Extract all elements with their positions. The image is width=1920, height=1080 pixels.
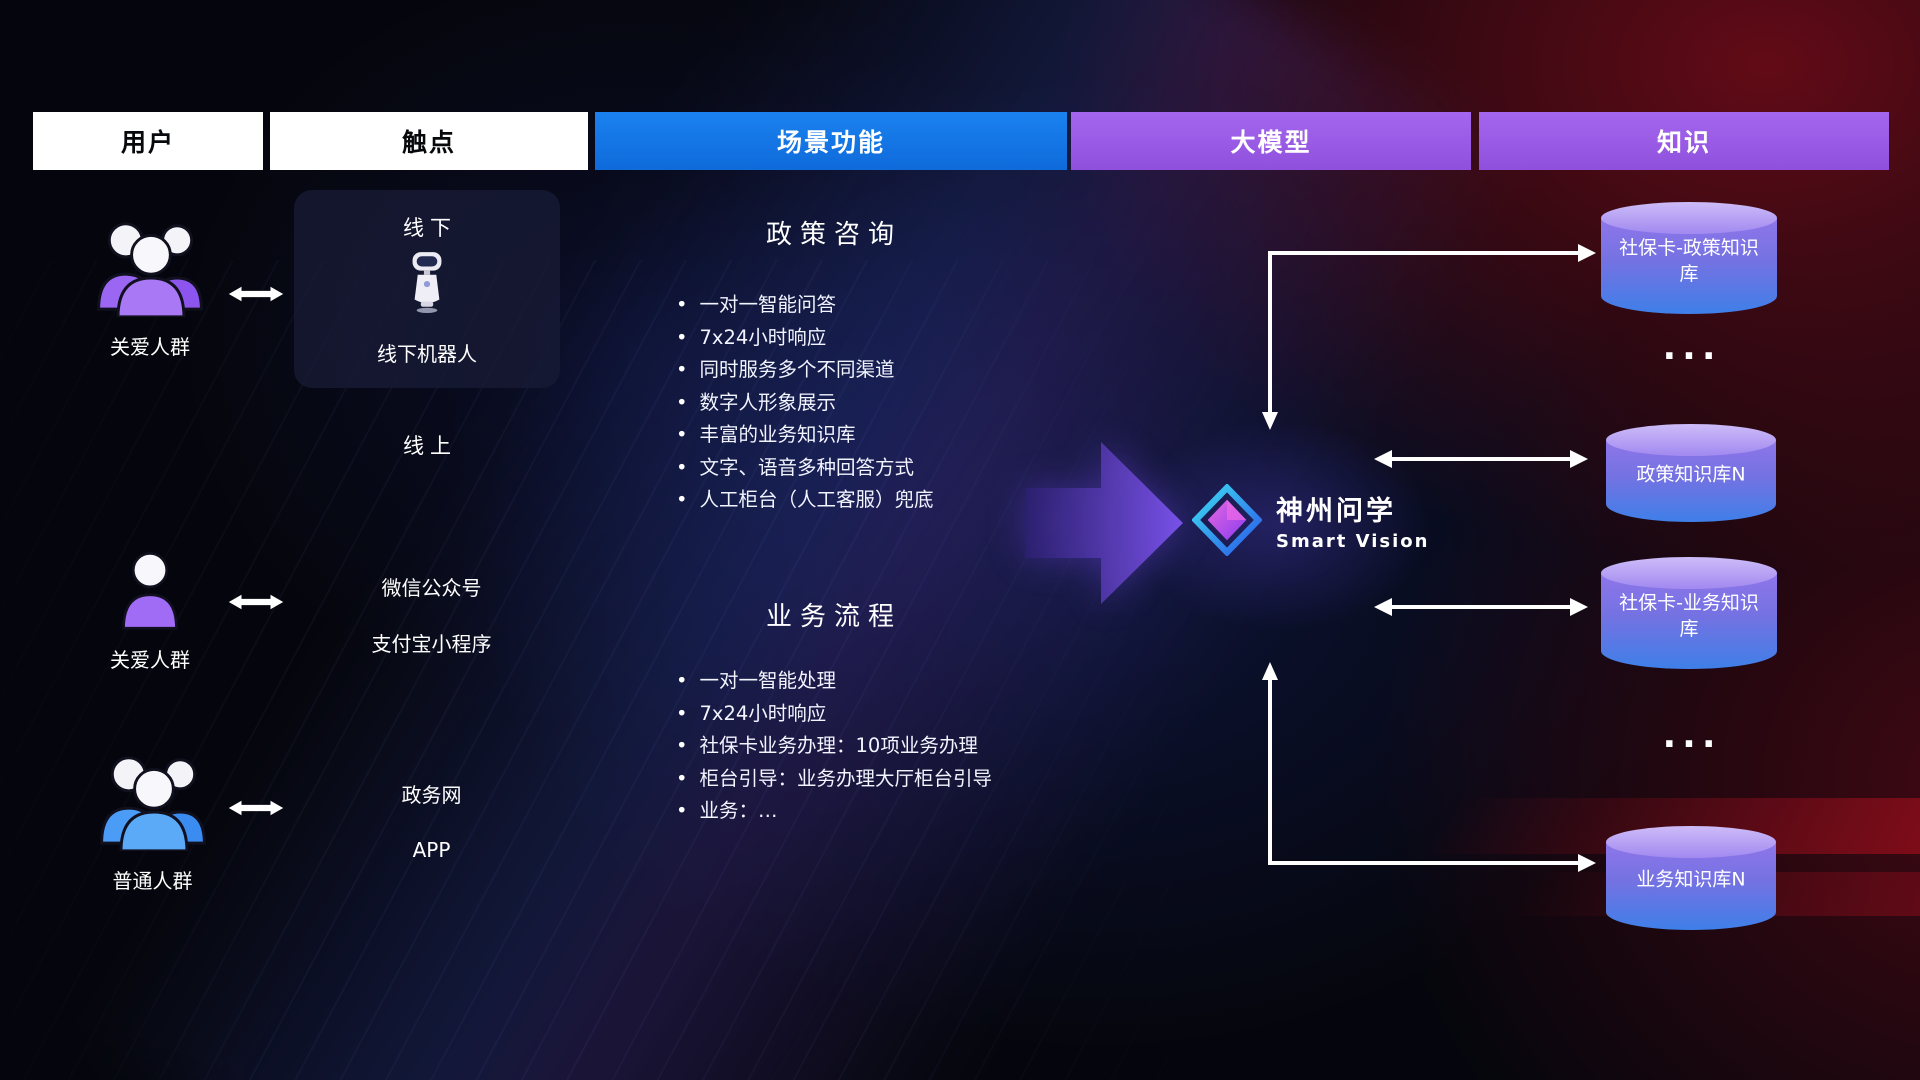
database-cylinder-top [1601,202,1777,234]
bullet-item: 同时服务多个不同渠道 [676,360,934,380]
knowledge-db-label: 社保卡-政策知识库 [1619,237,1759,286]
offline-title: 线下 [403,216,457,240]
bullet-item: 一对一智能处理 [676,671,992,691]
bullet-item: 社保卡业务办理：10项业务办理 [676,736,992,756]
bidirectional-arrow-icon [228,286,284,302]
database-cylinder-body [1601,573,1777,669]
touchpoint-alipay: 支付宝小程序 [371,632,492,656]
bullet-item: 人工柜台（人工客服）兜底 [676,490,934,510]
bullet-item: 柜台引导：业务办理大厅柜台引导 [676,768,993,789]
person-icon [122,552,178,630]
robot-icon [412,252,442,313]
knowledge-db-policy-n: 政策知识库N [1606,424,1776,522]
knowledge-db-business-n: 业务知识库N [1606,826,1776,930]
people-group-icon [97,222,203,319]
user-group-label: 普通人群 [112,869,193,893]
bullet-item: 丰富的业务知识库 [676,425,934,445]
bullet-item: 一对一智能问答 [676,295,934,315]
user-group-ordinary: 普通人群 [60,748,245,894]
user-group-care-1: 关爱人群 [70,214,230,360]
scenario-business-title: 业务流程 [765,602,902,632]
column-header-knowledge: 知识 [1479,112,1889,170]
bullet-item: 数字人形象展示 [676,392,934,413]
flow-arrow [1025,442,1183,604]
online-title: 线上 [403,434,457,458]
logo-name: 神州问学 [1276,495,1396,527]
bullet-item: 文字、语音多种回答方式 [676,457,934,478]
ellipsis-dots: ··· [1662,724,1722,765]
column-header-touchpoints: 触点 [270,112,588,170]
knowledge-db-policy-sscard: 社保卡-政策知识库 [1601,202,1777,314]
bullet-item: 业务：… [676,801,992,821]
logo-subtitle: Smart Vision [1276,530,1430,552]
user-group-label: 关爱人群 [110,648,190,672]
knowledge-db-label: 社保卡-业务知识库 [1619,592,1759,641]
column-header-model: 大模型 [1071,112,1471,170]
ellipsis-dots: ··· [1662,336,1722,377]
touchpoint-gov-web: 政务网 [401,783,462,807]
knowledge-db-label: 政策知识库N [1636,463,1746,486]
connector-arrows [1262,244,1596,872]
database-cylinder-body [1601,218,1777,314]
offline-touchpoint-card: 线下 线下机器人 [294,190,560,388]
user-group-label: 关爱人群 [110,335,190,359]
bidirectional-arrow-icon [228,800,284,816]
offline-robot-label: 线下机器人 [377,342,477,366]
diamond-logo-icon [1192,484,1262,556]
logo-glow [1130,420,1430,630]
database-cylinder-top [1606,424,1776,456]
bullet-item: 7x24小时响应 [676,327,934,348]
people-group-icon [99,756,206,853]
scenario-business-list: 一对一智能处理 7x24小时响应 社保卡业务办理：10项业务办理 柜台引导：业务… [676,671,993,821]
bidirectional-arrow-icon [228,594,284,610]
knowledge-db-business-sscard: 社保卡-业务知识库 [1601,557,1777,669]
background-streaks [0,260,1210,1080]
knowledge-db-label: 业务知识库N [1636,868,1746,891]
column-header-scenarios: 场景功能 [595,112,1067,170]
database-cylinder-top [1601,557,1777,589]
column-header-users: 用户 [33,112,263,170]
scenario-policy-title: 政策咨询 [765,220,902,250]
user-group-care-2: 关爱人群 [85,549,215,673]
touchpoint-app: APP [412,838,451,862]
scenario-policy-list: 一对一智能问答 7x24小时响应 同时服务多个不同渠道 数字人形象展示 丰富的业… [676,295,934,510]
touchpoint-wechat: 微信公众号 [381,576,482,600]
database-cylinder-top [1606,826,1776,858]
bullet-item: 7x24小时响应 [676,703,992,724]
smart-vision-logo: 神州问学 Smart Vision [1192,484,1429,556]
